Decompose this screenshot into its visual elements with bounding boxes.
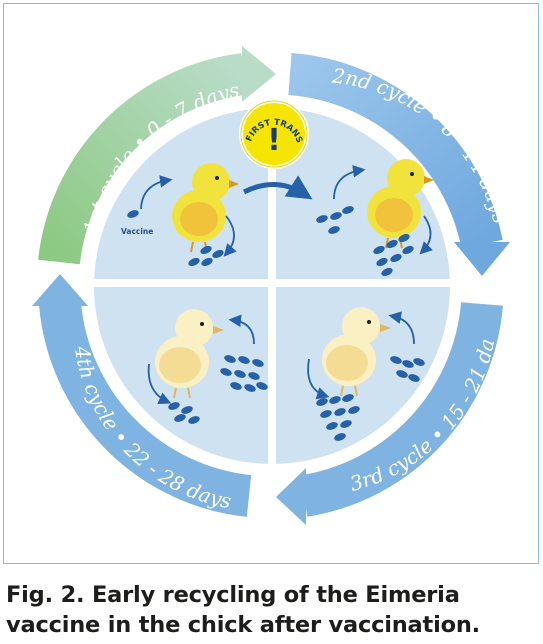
curved-arrow-icon: [307, 358, 330, 400]
oocyst-icon: [390, 253, 402, 263]
oocyst-icon: [326, 422, 338, 430]
horizontal-divider: [92, 279, 452, 287]
oocyst-icon: [408, 374, 420, 382]
oocyst-icon: [220, 368, 232, 376]
chick-icon: [155, 309, 224, 399]
oocyst-icon: [413, 358, 425, 366]
curved-arrow-icon: [388, 311, 415, 345]
curved-arrow-icon: [419, 215, 433, 255]
oocyst-icon: [224, 355, 236, 363]
oocyst-icon: [330, 212, 342, 220]
oocyst-icon: [316, 398, 328, 406]
oocyst-icon: [200, 245, 212, 255]
oocyst-icon: [376, 257, 388, 267]
curved-arrow-icon: [333, 165, 366, 200]
oocyst-icon: [386, 239, 398, 249]
arrow-3rd-cycle: [276, 301, 503, 525]
oocyst-icon: [390, 356, 402, 364]
oocyst-icon: [329, 396, 341, 404]
figure-frame: 1st cycle•0 - 7 days 2nd cycle•8 - 14 da…: [3, 3, 539, 564]
oocyst-icon: [402, 245, 414, 255]
chick-icon: [172, 163, 239, 253]
oocyst-icon: [334, 433, 346, 441]
oocyst-icon: [396, 370, 408, 378]
caption-line-2: vaccine in the chick after vaccination.: [6, 612, 481, 638]
oocyst-icon: [234, 370, 246, 378]
vaccine-label: Vaccine: [121, 227, 153, 236]
oocyst-icon: [334, 408, 346, 416]
figure-caption: Fig. 2. Early recycling of the Eimeria v…: [6, 580, 536, 640]
oocyst-icon: [320, 410, 332, 418]
caption-line-1: Fig. 2. Early recycling of the Eimeria: [6, 582, 460, 608]
oocyst-icon: [348, 406, 360, 414]
oocyst-icon: [244, 384, 256, 392]
oocyst-icon: [340, 420, 352, 428]
oocyst-icon: [398, 233, 410, 243]
oocyst-icon: [188, 257, 200, 267]
oocyst-icon: [238, 356, 250, 364]
oocyst-icon: [212, 249, 224, 259]
oocyst-icon: [342, 206, 354, 214]
curved-arrow-icon: [223, 215, 237, 257]
oocyst-icon: [328, 226, 340, 234]
oocyst-icon: [181, 406, 193, 414]
transition-arrow-icon: [242, 175, 313, 200]
oocyst-icon: [402, 360, 414, 368]
curved-arrow-icon: [140, 175, 173, 210]
oocyst-icon: [256, 382, 268, 390]
oocyst-icon: [174, 414, 186, 422]
exclamation-icon: !: [267, 123, 281, 158]
oocyst-icon: [201, 257, 213, 267]
arrow-1st-cycle: [38, 46, 276, 265]
oocyst-icon: [188, 416, 200, 424]
oocyst-icon: [316, 215, 328, 223]
chick-icon: [322, 307, 391, 397]
arrow-4th-cycle: [32, 274, 252, 517]
arrow-2nd-cycle: [288, 53, 510, 276]
oocyst-icon: [252, 359, 264, 367]
oocyst-icon: [373, 245, 385, 255]
curved-arrow-icon: [228, 314, 255, 345]
oocyst-icon: [381, 267, 393, 277]
oocyst-icon: [342, 394, 354, 402]
oocyst-icon: [230, 382, 242, 390]
curved-arrow-icon: [147, 363, 172, 405]
chick-icon: [367, 159, 434, 249]
oocyst-icon: [127, 210, 139, 218]
oocyst-icon: [168, 402, 180, 410]
oocyst-icon: [248, 372, 260, 380]
eimeria-cycle-diagram: 1st cycle•0 - 7 days 2nd cycle•8 - 14 da…: [4, 4, 513, 525]
